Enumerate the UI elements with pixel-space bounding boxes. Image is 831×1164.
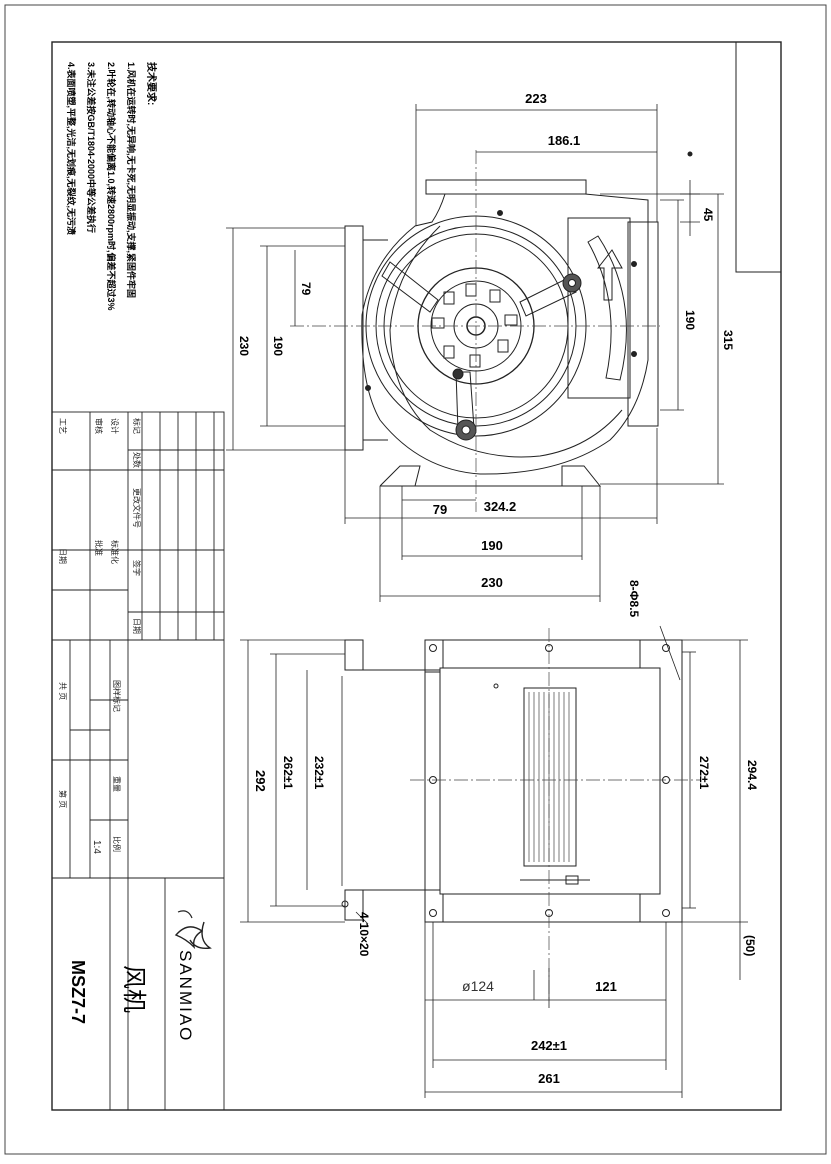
dim-230-left: 230: [237, 336, 251, 356]
side-inner: [439, 667, 661, 895]
front-view-dim-text: 223 186.1 45 190 315 230 190 79 324.2 79…: [237, 91, 735, 590]
outlet-opening: [567, 217, 631, 399]
dim-242: 242±1: [531, 1038, 567, 1053]
inner-border: [51, 41, 782, 1111]
role-label-5: 日期: [58, 548, 67, 564]
corner-box: [735, 42, 781, 273]
scale-label: 比例: [112, 836, 122, 852]
left-outlet-flange: [344, 225, 364, 451]
grid-label-0: 标记: [132, 418, 142, 434]
motor-arm-right: [519, 277, 577, 317]
dim-190-right: 190: [683, 310, 697, 330]
rotation-arrow-icon: [596, 249, 623, 301]
role-label-0: 设计: [110, 418, 120, 434]
dim-186-1: 186.1: [548, 133, 581, 148]
housing-inner-line: [389, 225, 623, 458]
dim-holes: 8-Φ8.5: [627, 580, 641, 618]
part-number: MSZ7-7: [68, 960, 88, 1024]
dim-79-left: 79: [299, 282, 313, 296]
dim-223: 223: [525, 91, 547, 106]
front-view: [344, 151, 693, 487]
impeller-blades: [523, 687, 577, 867]
dim-79-bottom: 79: [433, 502, 447, 517]
side-view-dim-text: 8-Φ8.5 292 262±1 232±1 272±1 294.4 (50) …: [253, 580, 759, 1086]
grid-label-2: 更改文件号: [132, 488, 142, 528]
mount-plate-top: [425, 179, 587, 195]
scale-value: 1:4: [91, 840, 102, 854]
dim-272: 272±1: [697, 756, 711, 790]
dim-190-left: 190: [271, 336, 285, 356]
title-block-labels: 标记 处数 更改文件号 签字 日期 设计 审核 工艺 标准化 批准 日期 图样标…: [58, 418, 142, 854]
sheet-label-0: 图样标记: [112, 680, 122, 712]
role-label-1: 审核: [94, 418, 104, 434]
dim-slots: 4-10×20: [357, 912, 371, 957]
title-block: [51, 411, 225, 1111]
dim-324-2: 324.2: [484, 499, 517, 514]
right-outlet-flange: [627, 221, 659, 427]
dim-262: 262±1: [281, 756, 295, 790]
dim-phi124: ø124: [462, 978, 494, 994]
role-label-4: 批准: [94, 540, 104, 556]
grid-label-3: 签字: [132, 560, 142, 576]
dim-292: 292: [253, 770, 268, 792]
front-view-centerlines: [290, 150, 660, 512]
notes-heading: 技术要求:: [145, 62, 158, 105]
mounting-holes: [429, 644, 670, 917]
front-view-dimensions: [226, 104, 724, 602]
outer-border: [4, 4, 827, 1155]
side-view: [341, 639, 683, 923]
dim-50: (50): [743, 935, 757, 956]
brand-logo-icon: [174, 910, 212, 950]
side-view-centerlines: [410, 628, 700, 1000]
brand-wordmark: SANMIAO: [176, 950, 195, 1042]
dim-261: 261: [538, 1071, 560, 1086]
side-frame: [424, 639, 683, 923]
dim-232: 232±1: [312, 756, 326, 790]
scroll-housing: [361, 193, 649, 475]
motor-vents: [431, 283, 518, 368]
product-name: 风机: [120, 965, 147, 1013]
motor-arm-left: [381, 261, 439, 313]
role-label-3: 标准化: [110, 540, 120, 564]
dim-45: 45: [701, 208, 715, 222]
dim-190-bottom: 190: [481, 538, 503, 553]
technical-notes: 技术要求: 1.风机在运转时,无异响,无卡死,无明显振动,支撑,紧固件牢固 2.…: [66, 62, 158, 311]
dim-294-4: 294.4: [745, 760, 759, 790]
note-3: 3.未注公差按GB/T1804-2000中等公差执行: [86, 62, 97, 233]
sheet-label-2: 第 页: [58, 790, 68, 808]
note-1: 1.风机在运转时,无异响,无卡死,无明显振动,支撑,紧固件牢固: [126, 62, 137, 298]
dim-121: 121: [595, 979, 617, 994]
note-2: 2.叶轮在,转动轴心不能偏离1.0,转速2800rpm时,偏差不超过3%: [106, 62, 117, 311]
sheet-label-1: 共 页: [58, 682, 67, 700]
direction-slot: [587, 235, 627, 381]
note-4: 4.表面喷塑,平整,光洁,无划痕,无裂纹,无污渍: [66, 62, 77, 235]
dim-315: 315: [721, 330, 735, 350]
dim-230-bottom: 230: [481, 575, 503, 590]
role-label-2: 工艺: [58, 418, 67, 434]
weight-label: 重量: [112, 776, 122, 792]
grid-label-1: 处数: [132, 452, 142, 468]
grid-label-4: 日期: [132, 618, 141, 634]
side-view-dimensions: [240, 625, 748, 1098]
